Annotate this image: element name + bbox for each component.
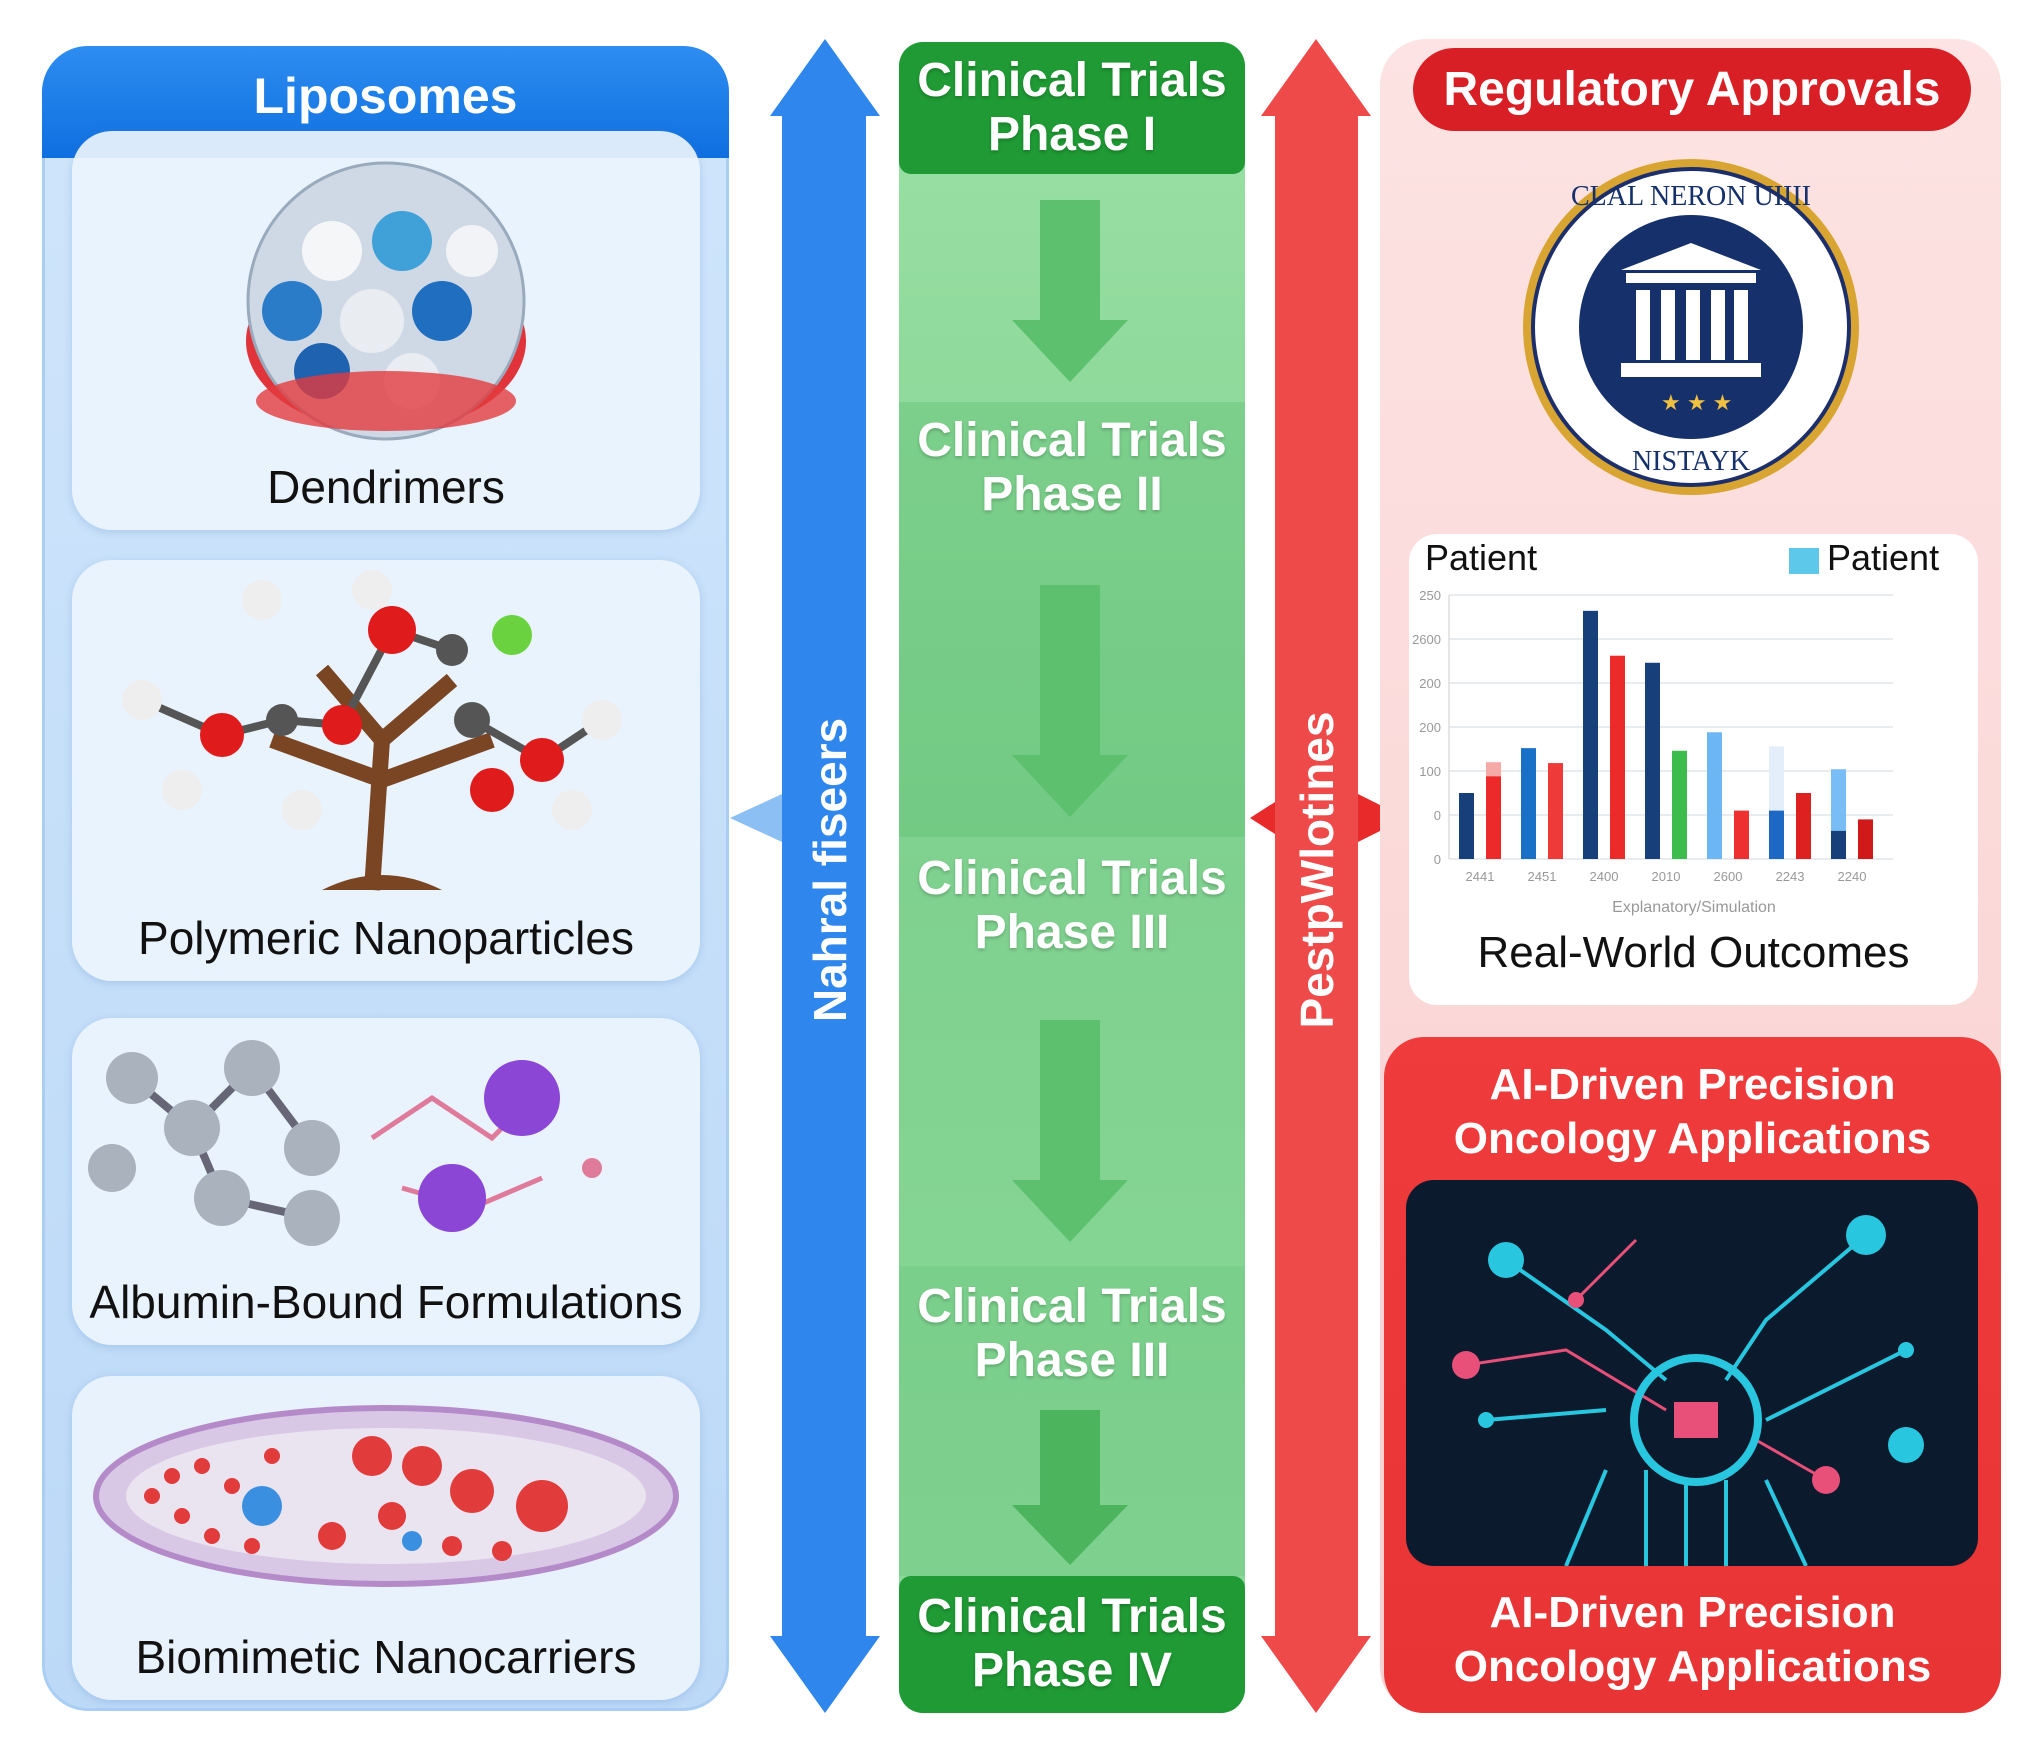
- y-tick-label: 0: [1434, 852, 1441, 867]
- albumin-bound-label: Albumin-Bound Formulations: [89, 1276, 683, 1328]
- x-axis-label: Explanatory/Simulation: [1612, 899, 1776, 916]
- ai-title: AI-Driven Precision Oncology Application…: [1453, 1060, 1932, 1163]
- polymer-tree-molecule-icon: [122, 570, 622, 891]
- seal-top-text: CLAL NERON UIIII: [1571, 181, 1811, 212]
- bar: [1645, 662, 1660, 859]
- ai-circuit-brain-image: [1406, 1180, 1978, 1566]
- phase-3b-label: Clinical Trials Phase III: [917, 1280, 1227, 1387]
- down-arrow-icon: [1012, 200, 1128, 382]
- dendrimer-sphere-icon: [246, 161, 526, 441]
- bar: [1521, 748, 1536, 859]
- phase-1-box: [899, 42, 1245, 174]
- down-arrow-icon: [1012, 1020, 1128, 1242]
- legend-label: Patient: [1827, 537, 1939, 578]
- blue-double-arrow: [730, 39, 880, 1713]
- svg-text:★ ★ ★: ★ ★ ★: [1661, 390, 1732, 415]
- albumin-bound-card: Albumin-Bound Formulations: [72, 1018, 700, 1345]
- legend-swatch: [1789, 548, 1819, 574]
- polymeric-nanoparticles-card: Polymeric Nanoparticles: [72, 560, 700, 981]
- phase-1-label: Clinical Trials Phase I: [917, 54, 1227, 161]
- phase-2-label: Clinical Trials Phase II: [917, 414, 1227, 521]
- y-tick-label: 2600: [1412, 632, 1441, 647]
- phase-4-label: Clinical Trials Phase IV: [917, 1590, 1227, 1697]
- x-tick-label: 2600: [1714, 869, 1743, 884]
- bar-upper-segment: [1831, 769, 1846, 831]
- y-tick-label: 200: [1419, 676, 1441, 691]
- down-arrow-icon: [1012, 1410, 1128, 1565]
- polymeric-nanoparticles-label: Polymeric Nanoparticles: [138, 912, 634, 964]
- phase-4-box: [899, 1576, 1245, 1713]
- bar: [1672, 750, 1687, 859]
- bar-upper-segment: [1769, 746, 1784, 811]
- dendrimers-label: Dendrimers: [267, 461, 505, 513]
- x-tick-label: 2451: [1528, 869, 1557, 884]
- bar: [1734, 810, 1749, 859]
- x-tick-label: 2400: [1590, 869, 1619, 884]
- regulatory-seal-icon: ★ ★ ★ CLAL NERON UIIII NISTAYK: [1523, 159, 1859, 495]
- y-tick-label: 200: [1419, 720, 1441, 735]
- bar: [1610, 655, 1625, 859]
- seal-bottom-text: NISTAYK: [1632, 446, 1750, 477]
- bar: [1796, 793, 1811, 859]
- x-tick-label: 2010: [1652, 869, 1681, 884]
- biomimetic-label: Biomimetic Nanocarriers: [135, 1631, 637, 1683]
- outcomes-bar-chart: Patient Patient 0 0 100 200 200 2600 250 2441 24…: [1412, 537, 1939, 916]
- bar: [1707, 732, 1722, 859]
- y-tick-label: 250: [1419, 588, 1441, 603]
- real-world-outcomes-caption: Real-World Outcomes: [1477, 928, 1910, 977]
- regulatory-approvals-header: Regulatory Approvals: [1413, 48, 1971, 131]
- bar: [1831, 830, 1846, 859]
- bar: [1858, 819, 1873, 859]
- chart-card: [1409, 534, 1978, 1005]
- bar: [1548, 763, 1563, 859]
- x-tick-label: 2240: [1838, 869, 1867, 884]
- right-arrow-label: PestpWlotines: [1291, 711, 1343, 1029]
- bar: [1769, 810, 1784, 859]
- bar: [1583, 610, 1598, 859]
- x-tick-label: 2441: [1466, 869, 1495, 884]
- biomimetic-cell-icon: [93, 1405, 679, 1587]
- left-arrow-label: Nahral fiseers: [804, 717, 856, 1023]
- albumin-molecule-icon: [88, 1040, 602, 1246]
- down-arrow-icon: [1012, 585, 1128, 817]
- chart-title: Patient: [1425, 537, 1537, 578]
- phase-3-label: Clinical Trials Phase III: [917, 852, 1227, 959]
- x-tick-label: 2243: [1776, 869, 1805, 884]
- y-tick-label: 100: [1419, 764, 1441, 779]
- bar: [1486, 776, 1501, 859]
- bar-upper-segment: [1486, 762, 1501, 777]
- dendrimers-card: Dendrimers: [72, 131, 700, 530]
- biomimetic-card: Biomimetic Nanocarriers: [72, 1376, 700, 1700]
- bar: [1459, 793, 1474, 859]
- y-tick-label: 0: [1434, 808, 1441, 823]
- ai-caption: AI-Driven Precision Oncology Application…: [1453, 1588, 1932, 1691]
